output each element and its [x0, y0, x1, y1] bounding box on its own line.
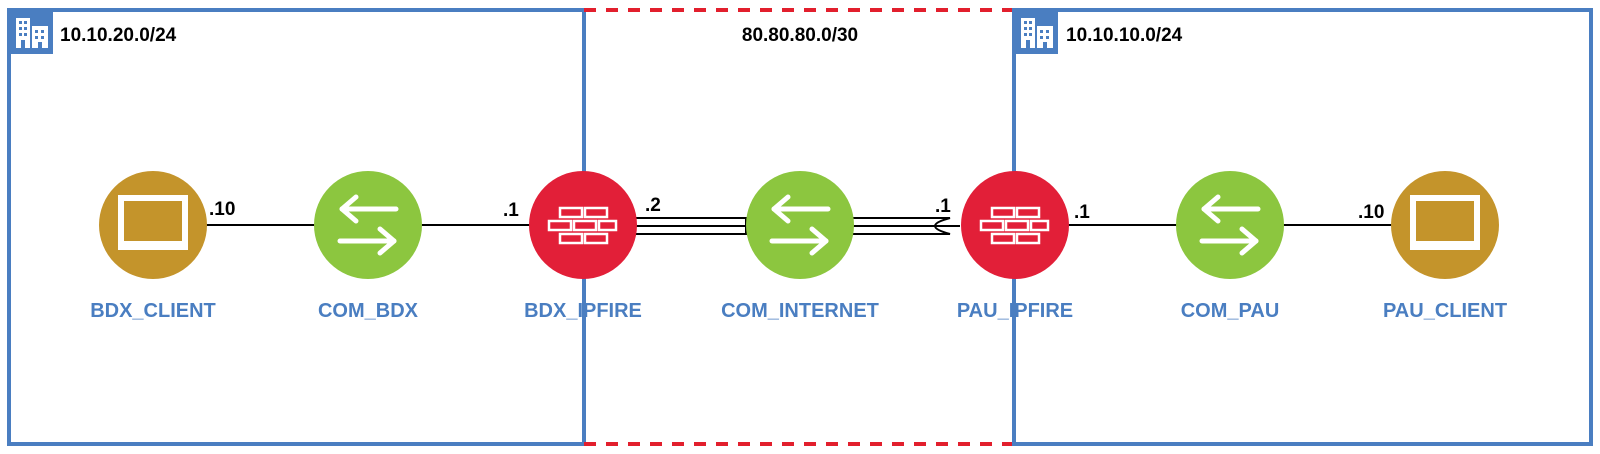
node-label-pau-client: PAU_CLIENT: [1383, 300, 1507, 322]
node-label-bdx-client: BDX_CLIENT: [90, 300, 216, 322]
building-icon: [1016, 12, 1058, 54]
ip-label-bdx-client: .10: [209, 199, 235, 220]
subnet-label-left: 10.10.20.0/24: [60, 25, 177, 46]
node-label-pau-ipfire: PAU_IPFIRE: [957, 300, 1073, 322]
node-com-pau[interactable]: [1176, 171, 1284, 279]
zone-right: [1012, 8, 1593, 446]
node-pau-client[interactable]: [1391, 171, 1499, 279]
node-label-com-internet: COM_INTERNET: [721, 300, 879, 322]
ip-label-pau-ipfire-lan: .1: [1074, 202, 1090, 223]
pc-icon: [118, 195, 188, 250]
firewall-icon: [547, 206, 618, 245]
link-bdxipfire-cominternet: [624, 217, 747, 235]
zone-middle: [584, 8, 1014, 446]
subnet-label-middle: 80.80.80.0/30: [742, 25, 858, 46]
pc-icon: [1410, 195, 1480, 250]
switch-icon: [337, 194, 399, 256]
ip-label-bdx-ipfire-lan: .1: [503, 200, 519, 221]
firewall-icon: [979, 206, 1050, 245]
switch-icon: [1199, 194, 1261, 256]
node-label-com-pau: COM_PAU: [1181, 300, 1280, 322]
link-cominternet-pauipfire: [852, 217, 960, 235]
node-label-com-bdx: COM_BDX: [318, 300, 419, 322]
node-bdx-client[interactable]: [99, 171, 207, 279]
building-icon: [11, 12, 53, 54]
node-com-bdx[interactable]: [314, 171, 422, 279]
zone-left: [7, 8, 586, 446]
ip-label-pau-client: .10: [1358, 202, 1384, 223]
ip-label-bdx-ipfire-wan: .2: [645, 195, 661, 216]
node-pau-ipfire[interactable]: [961, 171, 1069, 279]
switch-icon: [769, 194, 831, 256]
node-bdx-ipfire[interactable]: [529, 171, 637, 279]
node-com-internet[interactable]: [746, 171, 854, 279]
ip-label-pau-ipfire-wan: .1: [935, 196, 951, 217]
node-label-bdx-ipfire: BDX_IPFIRE: [524, 300, 642, 322]
subnet-label-right: 10.10.10.0/24: [1066, 25, 1183, 46]
